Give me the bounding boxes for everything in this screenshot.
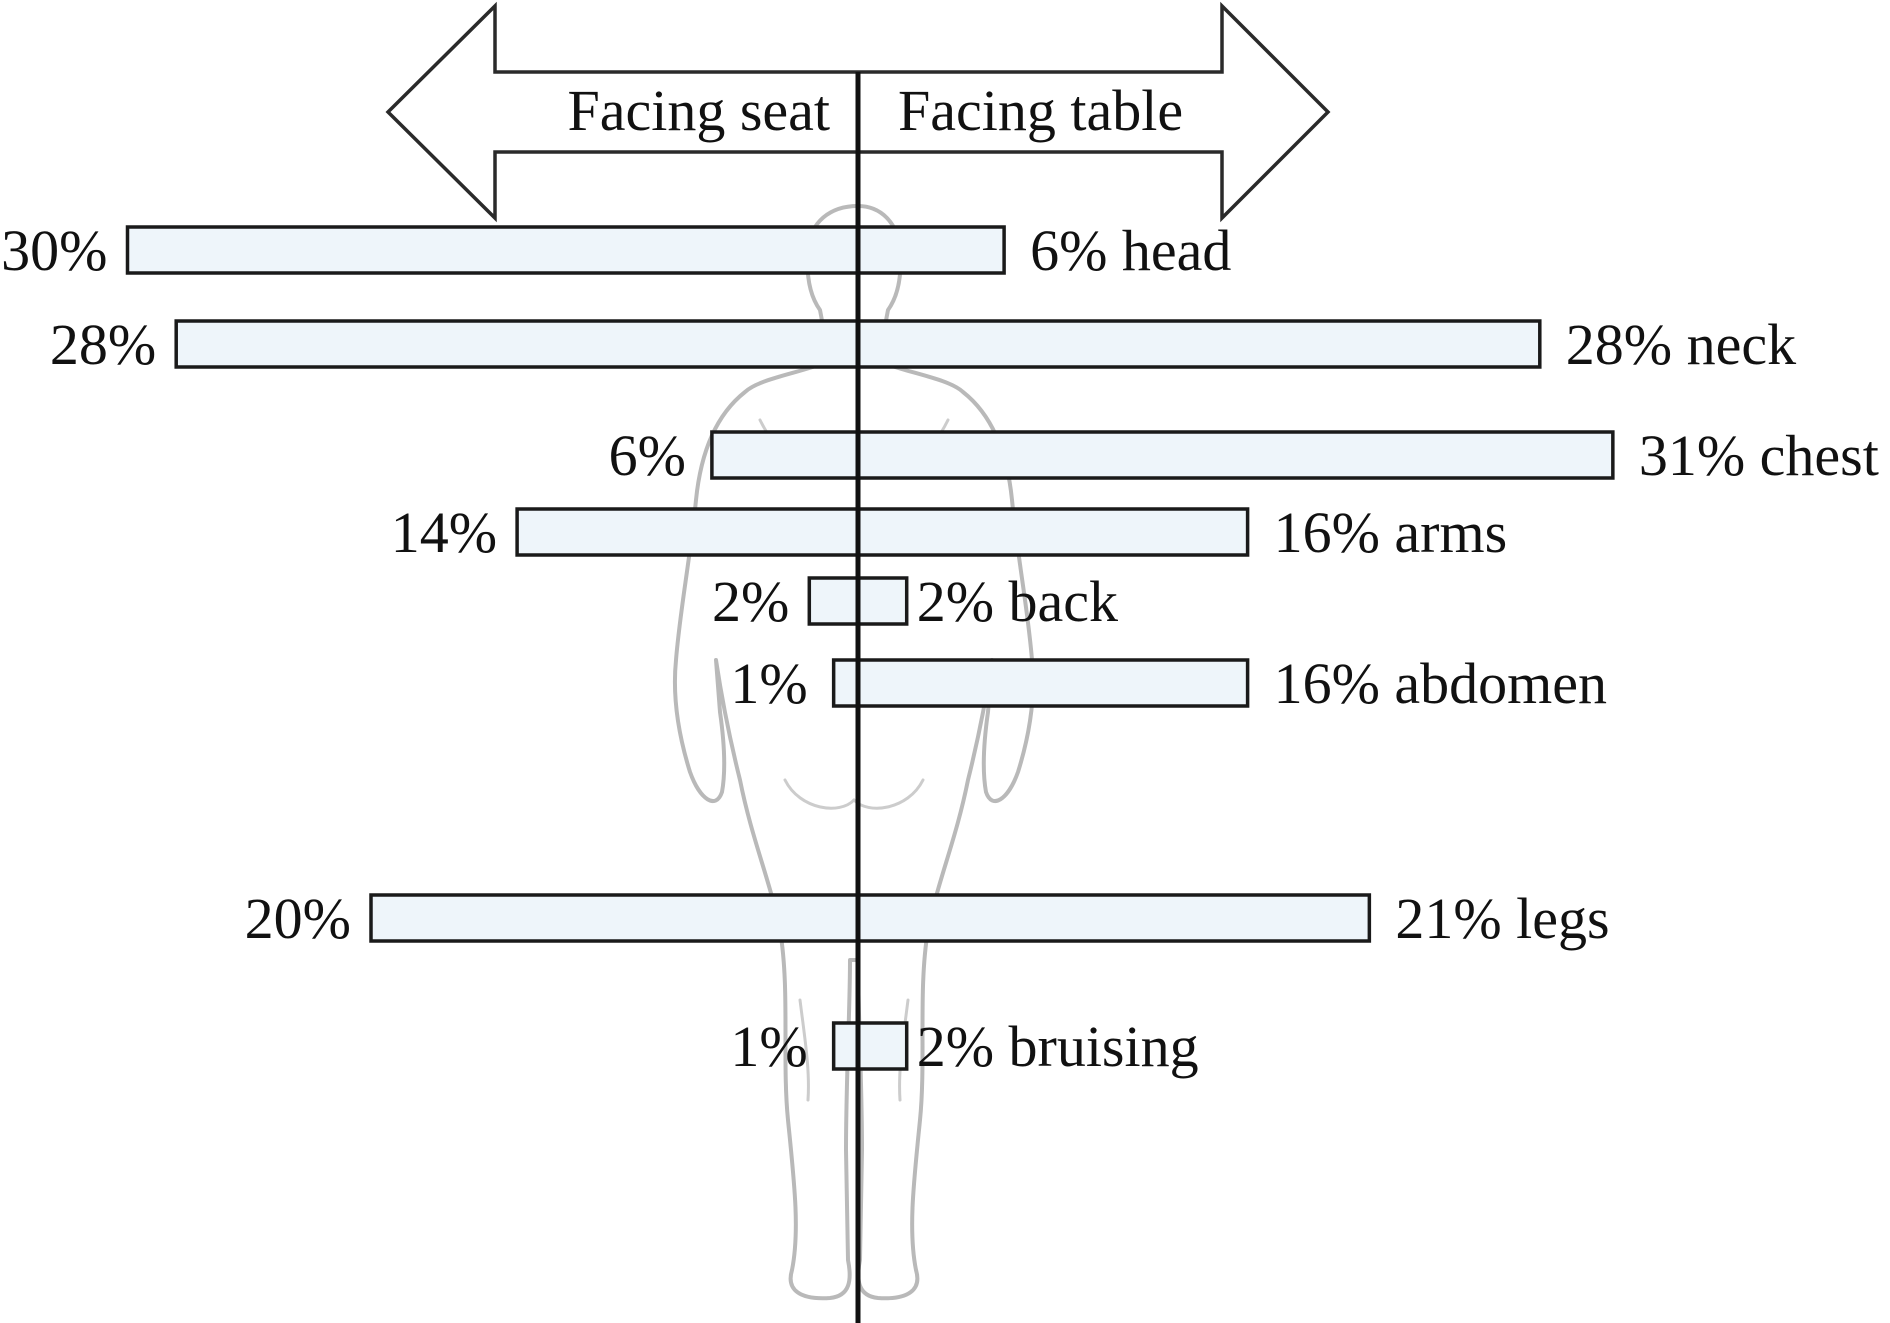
right-value-label-chest: 31% chest [1639, 423, 1879, 488]
human-body-outline-icon [672, 204, 1036, 1301]
right-value-label-neck: 28% neck [1566, 312, 1796, 377]
left-value-label-arms: 14% [391, 500, 497, 565]
left-value-label-head: 30% [1, 218, 107, 283]
bar-legs [369, 893, 1372, 943]
bar-abdomen [831, 658, 1250, 708]
bar-head [125, 225, 1006, 275]
right-value-label-back: 2% back [917, 569, 1118, 634]
left-value-label-bruising: 1% [730, 1014, 807, 1079]
facing-table-label: Facing table [898, 78, 1183, 143]
left-value-label-neck: 28% [50, 312, 156, 377]
bar-chest [710, 430, 1615, 480]
facing-seat-label: Facing seat [567, 78, 830, 143]
right-value-label-head: 6% head [1030, 218, 1231, 283]
left-value-label-legs: 20% [245, 886, 351, 951]
right-value-label-arms: 16% arms [1274, 500, 1508, 565]
bar-arms [515, 507, 1250, 557]
value-labels-group: 30% 6% head 28% 28% neck 6% 31% chest 14% 16% a… [1, 218, 1879, 1079]
right-value-label-legs: 21% legs [1395, 886, 1609, 951]
left-value-label-abdomen: 1% [730, 651, 807, 716]
right-value-label-abdomen: 16% abdomen [1274, 651, 1607, 716]
left-value-label-back: 2% [712, 569, 789, 634]
bar-bruising [831, 1021, 909, 1071]
left-value-label-chest: 6% [609, 423, 686, 488]
right-value-label-bruising: 2% bruising [917, 1014, 1199, 1079]
